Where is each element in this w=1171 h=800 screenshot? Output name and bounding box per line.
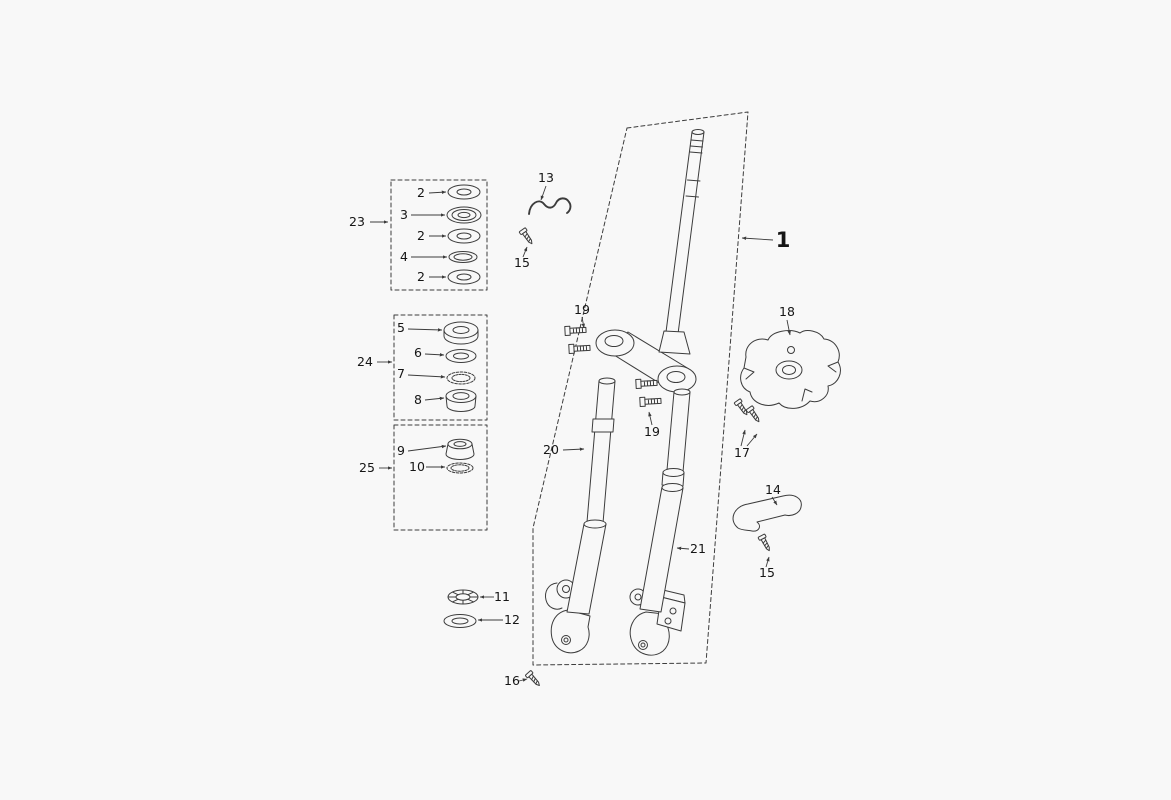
part-label: 17 xyxy=(734,445,750,460)
fork-leg-left-drawing xyxy=(545,377,616,654)
part-label: 15 xyxy=(759,565,775,580)
lower-washer-drawing xyxy=(443,614,477,628)
leader-lines xyxy=(370,185,791,682)
part-label: 2 xyxy=(417,185,425,200)
steering-stem-drawing xyxy=(665,129,705,335)
race-cup-drawing xyxy=(445,438,475,460)
lower-bearing-drawing xyxy=(447,589,479,605)
part-label: 21 xyxy=(690,541,706,556)
part-label: 4 xyxy=(400,249,408,264)
screw-lower-right-drawing xyxy=(757,533,774,553)
group-25-parts xyxy=(445,438,475,474)
bracket-plate-drawing xyxy=(740,330,841,409)
part-label: 20 xyxy=(543,442,559,457)
assembly-outline xyxy=(532,111,749,666)
wave-ring-drawing xyxy=(446,462,474,474)
spring-clip-drawing xyxy=(528,197,572,215)
group-label-24: 24 xyxy=(357,354,373,369)
group-box-24 xyxy=(393,314,488,421)
washer-drawing xyxy=(447,269,481,285)
thin-washer-drawing xyxy=(448,251,478,263)
part-label: 19 xyxy=(574,302,590,317)
washer-drawing xyxy=(445,349,477,363)
washer-drawing xyxy=(447,184,481,200)
screw-upper-drawing xyxy=(518,227,536,247)
part-label: 8 xyxy=(414,392,422,407)
wave-ring-drawing xyxy=(446,371,476,385)
part-label: 10 xyxy=(409,459,425,474)
fork-leg-right-drawing xyxy=(629,388,691,656)
dust-cup-drawing xyxy=(445,389,477,412)
group-box-23 xyxy=(390,179,488,291)
dashed-group-boxes xyxy=(390,111,749,666)
part-label: 13 xyxy=(538,170,554,185)
part-label: 9 xyxy=(397,443,405,458)
assembly-label: 1 xyxy=(776,228,791,252)
group-box-25 xyxy=(393,424,488,531)
part-label: 6 xyxy=(414,345,422,360)
triple-clamp-drawing xyxy=(595,329,697,393)
group-label-23: 23 xyxy=(349,214,365,229)
part-label: 7 xyxy=(397,366,405,381)
clamp-bolts-lower-drawing xyxy=(635,377,662,407)
part-label: 2 xyxy=(417,228,425,243)
part-label: 3 xyxy=(400,207,408,222)
washer-drawing xyxy=(447,228,481,244)
part-label: 15 xyxy=(514,255,530,270)
part-label: 16 xyxy=(504,673,520,688)
group-23-parts xyxy=(446,184,482,285)
group-label-25: 25 xyxy=(359,460,375,475)
part-label: 2 xyxy=(417,269,425,284)
retaining-clip-drawing xyxy=(732,494,802,532)
tapered-bearing-drawing xyxy=(443,321,479,345)
screw-bottom-drawing xyxy=(524,669,543,689)
part-labels: 2 3 2 4 2 23 5 6 7 8 24 9 10 25 11 12 1 … xyxy=(349,170,795,688)
part-label: 19 xyxy=(644,424,660,439)
group-24-parts xyxy=(443,321,479,412)
bearing-drawing xyxy=(446,206,482,224)
part-label: 14 xyxy=(765,482,781,497)
part-label: 11 xyxy=(494,589,510,604)
part-label: 12 xyxy=(504,612,520,627)
part-label: 18 xyxy=(779,304,795,319)
part-label: 5 xyxy=(397,320,405,335)
